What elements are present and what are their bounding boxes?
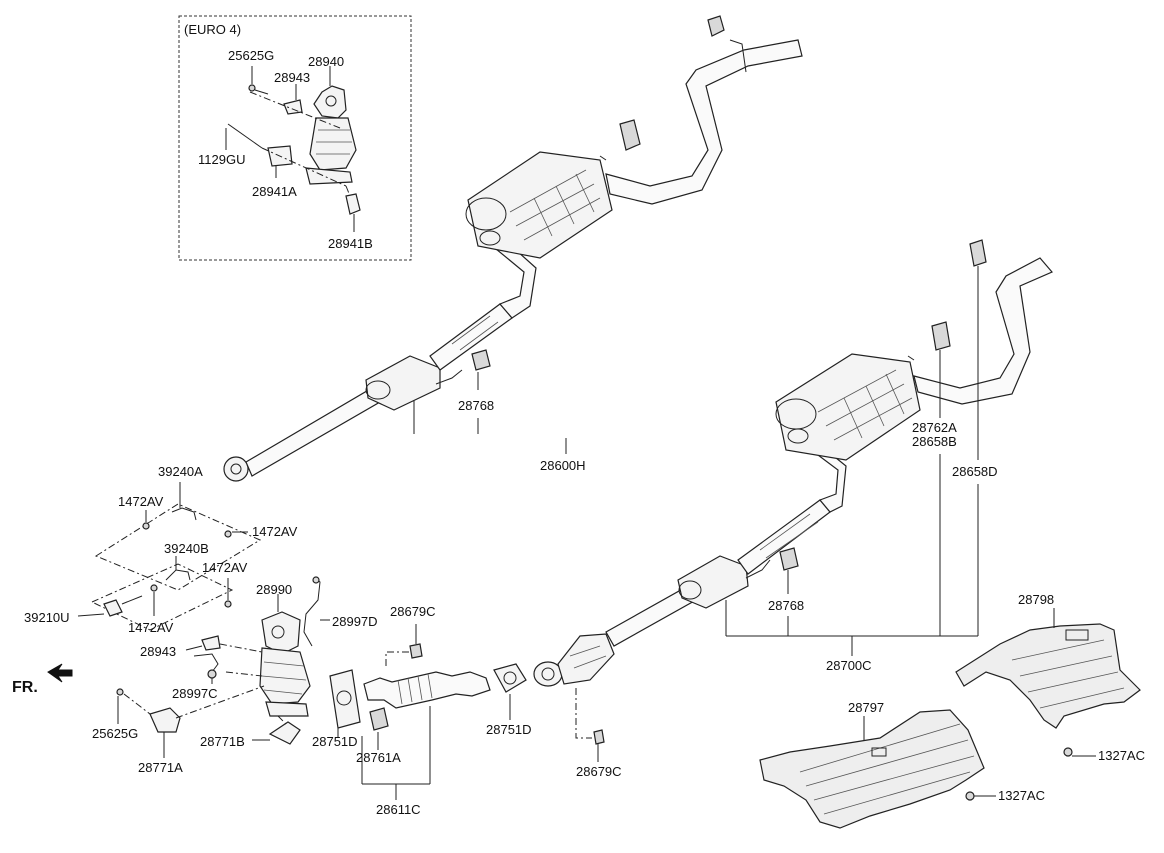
euro4-inset-title: (EURO 4) bbox=[184, 22, 241, 37]
label-28658d: 28658D bbox=[952, 464, 998, 479]
manifold-catalyst-assembly bbox=[116, 576, 330, 758]
label-1472av-d: 1472AV bbox=[128, 620, 174, 635]
euro4-manifold-catalyst bbox=[305, 85, 357, 185]
front-pipe-assembly bbox=[329, 624, 491, 800]
label-28762a: 28762A bbox=[912, 420, 957, 435]
upper-front-flange bbox=[223, 456, 249, 482]
sensor-39210u bbox=[103, 599, 123, 617]
label-39240a: 39240A bbox=[158, 464, 203, 479]
lower-hanger-28768 bbox=[779, 547, 799, 571]
sensor-28997c bbox=[207, 669, 217, 679]
upper-rear-muffler bbox=[467, 151, 613, 259]
euro4-inset-border bbox=[178, 15, 412, 261]
upper-mid-pipe bbox=[429, 303, 513, 371]
label-28943-a: 28943 bbox=[274, 70, 310, 85]
label-28797: 28797 bbox=[848, 700, 884, 715]
upper-hanger-28768 bbox=[471, 349, 491, 371]
label-28771a: 28771A bbox=[138, 760, 183, 775]
lower-hanger-28658d bbox=[969, 239, 987, 267]
front-hanger-28761a bbox=[369, 707, 389, 731]
fr-label: FR. bbox=[12, 679, 38, 696]
nut-28679c-upper bbox=[409, 643, 423, 659]
label-28941a: 28941A bbox=[252, 184, 297, 199]
hose-39240b bbox=[165, 569, 191, 581]
euro4-bolt-1129gu bbox=[227, 123, 263, 149]
hose-39240a bbox=[171, 507, 197, 521]
label-28771b: 28771B bbox=[200, 734, 245, 749]
heat-shields bbox=[759, 608, 1141, 829]
label-28997d: 28997D bbox=[332, 614, 378, 629]
lower-front-flange bbox=[533, 661, 563, 687]
lower-center-muffler bbox=[677, 555, 749, 609]
label-28768-a: 28768 bbox=[458, 398, 494, 413]
label-28751d-a: 28751D bbox=[312, 734, 358, 749]
upper-front-pipe bbox=[245, 387, 381, 477]
label-28600h: 28600H bbox=[540, 458, 586, 473]
euro4-bolt-25625g bbox=[248, 66, 269, 95]
bolt-1472av-b bbox=[224, 530, 232, 538]
label-28997c: 28997C bbox=[172, 686, 218, 701]
nut-1327ac-b bbox=[965, 791, 975, 801]
lower-catalyst bbox=[557, 633, 615, 685]
part-labels: 25625G 28940 28943 1129GU 28941A 28941B … bbox=[24, 48, 1145, 817]
manifold-catalyst-top bbox=[261, 611, 301, 655]
label-25625g-a: 25625G bbox=[228, 48, 274, 63]
label-28658b: 28658B bbox=[912, 434, 957, 449]
bolt-25625g-lower bbox=[116, 688, 124, 696]
euro4-bracket-28941b bbox=[345, 193, 361, 215]
bracket-28943 bbox=[201, 635, 221, 651]
arrow-left-icon bbox=[47, 663, 73, 683]
label-1327ac-b: 1327AC bbox=[998, 788, 1045, 803]
lower-tail-pipe bbox=[913, 257, 1053, 405]
label-1327ac-a: 1327AC bbox=[1098, 748, 1145, 763]
upper-exhaust-assembly bbox=[223, 15, 803, 482]
label-28679c-a: 28679C bbox=[390, 604, 436, 619]
upper-hanger-1 bbox=[707, 15, 725, 37]
label-1129gu: 1129GU bbox=[198, 152, 245, 167]
lower-hanger-28762a bbox=[931, 321, 951, 351]
manifold-catalyst-body bbox=[259, 647, 311, 705]
label-28768-b: 28768 bbox=[768, 598, 804, 613]
bracket-28771b bbox=[268, 721, 301, 745]
nut-28679c-lower bbox=[593, 729, 605, 745]
bolt-1472av-d bbox=[150, 584, 158, 592]
euro4-bracket-28943 bbox=[283, 99, 303, 115]
gasket-28751d-right bbox=[493, 663, 527, 693]
label-1472av-a: 1472AV bbox=[118, 494, 164, 509]
front-flex-pipe bbox=[363, 671, 491, 709]
label-28761a: 28761A bbox=[356, 750, 401, 765]
gasket-28751d-left bbox=[329, 669, 361, 729]
heat-shield-28798 bbox=[955, 623, 1141, 729]
front-direction-indicator: FR. bbox=[12, 663, 73, 696]
label-28700c: 28700C bbox=[826, 658, 872, 673]
sensor-hose-assembly bbox=[77, 482, 262, 631]
label-28679c-b: 28679C bbox=[576, 764, 622, 779]
bolt-1472av-c bbox=[224, 600, 232, 608]
label-28943-b: 28943 bbox=[140, 644, 176, 659]
label-28990: 28990 bbox=[256, 582, 292, 597]
label-1472av-c: 1472AV bbox=[202, 560, 248, 575]
lower-exhaust-assembly bbox=[493, 239, 1053, 762]
label-28940: 28940 bbox=[308, 54, 344, 69]
label-25625g-b: 25625G bbox=[92, 726, 138, 741]
label-39240b: 39240B bbox=[164, 541, 209, 556]
label-28611c: 28611C bbox=[376, 802, 421, 817]
bolt-1472av-a bbox=[142, 522, 150, 530]
bracket-28771a bbox=[149, 707, 181, 733]
label-39210u: 39210U bbox=[24, 610, 70, 625]
label-1472av-b: 1472AV bbox=[252, 524, 298, 539]
upper-center-muffler bbox=[365, 355, 441, 411]
upper-hanger-2 bbox=[619, 119, 641, 151]
nut-1327ac-a bbox=[1063, 747, 1073, 757]
heat-shield-28797 bbox=[759, 709, 985, 829]
label-28798: 28798 bbox=[1018, 592, 1054, 607]
label-28941b: 28941B bbox=[328, 236, 373, 251]
upper-tail-pipe bbox=[605, 39, 803, 205]
label-28751d-b: 28751D bbox=[486, 722, 532, 737]
euro4-inset: (EURO 4) bbox=[178, 15, 412, 261]
